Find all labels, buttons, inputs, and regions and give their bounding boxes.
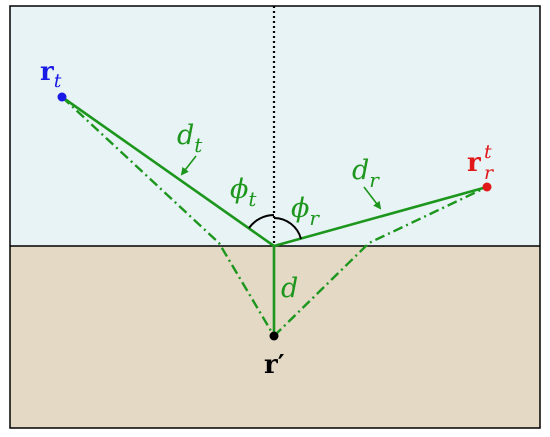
dt-arrow bbox=[180, 155, 197, 176]
transmitter-point bbox=[57, 92, 67, 102]
phi-r-arc bbox=[273, 217, 302, 240]
label-r-r-sub: r bbox=[484, 162, 495, 184]
dr-arrow bbox=[363, 186, 382, 210]
label-d-t-sub: t bbox=[194, 133, 203, 157]
label-r-t-main: r bbox=[40, 57, 54, 87]
label-d: d bbox=[281, 273, 298, 304]
label-r-t: rt bbox=[40, 57, 62, 92]
label-d-r-main: d bbox=[352, 155, 369, 186]
label-d-t: dt bbox=[177, 120, 203, 157]
label-phi-r: ϕr bbox=[291, 193, 320, 230]
image-point bbox=[269, 331, 279, 341]
label-phi-t-sub: t bbox=[248, 187, 257, 211]
phi-t-arc bbox=[248, 214, 275, 229]
refracted-path-left bbox=[61, 96, 276, 337]
label-phi-r-sub: r bbox=[309, 206, 320, 230]
label-r-prime: r′ bbox=[264, 350, 285, 380]
path-dr bbox=[273, 185, 488, 248]
label-phi-t-main: ϕ bbox=[230, 174, 248, 205]
label-phi-r-main: ϕ bbox=[291, 193, 309, 224]
refracted-path-right bbox=[273, 185, 488, 337]
label-d-r: dr bbox=[352, 155, 380, 192]
label-r-t-sub: t bbox=[54, 70, 62, 92]
label-d-t-main: d bbox=[177, 120, 194, 151]
label-d-r-sub: r bbox=[369, 168, 380, 192]
receiver-point bbox=[482, 182, 492, 192]
label-phi-t: ϕt bbox=[230, 174, 257, 211]
label-r-r-sup: t bbox=[484, 141, 492, 163]
label-r-r-main: r bbox=[467, 148, 481, 178]
path-dt bbox=[61, 95, 275, 248]
